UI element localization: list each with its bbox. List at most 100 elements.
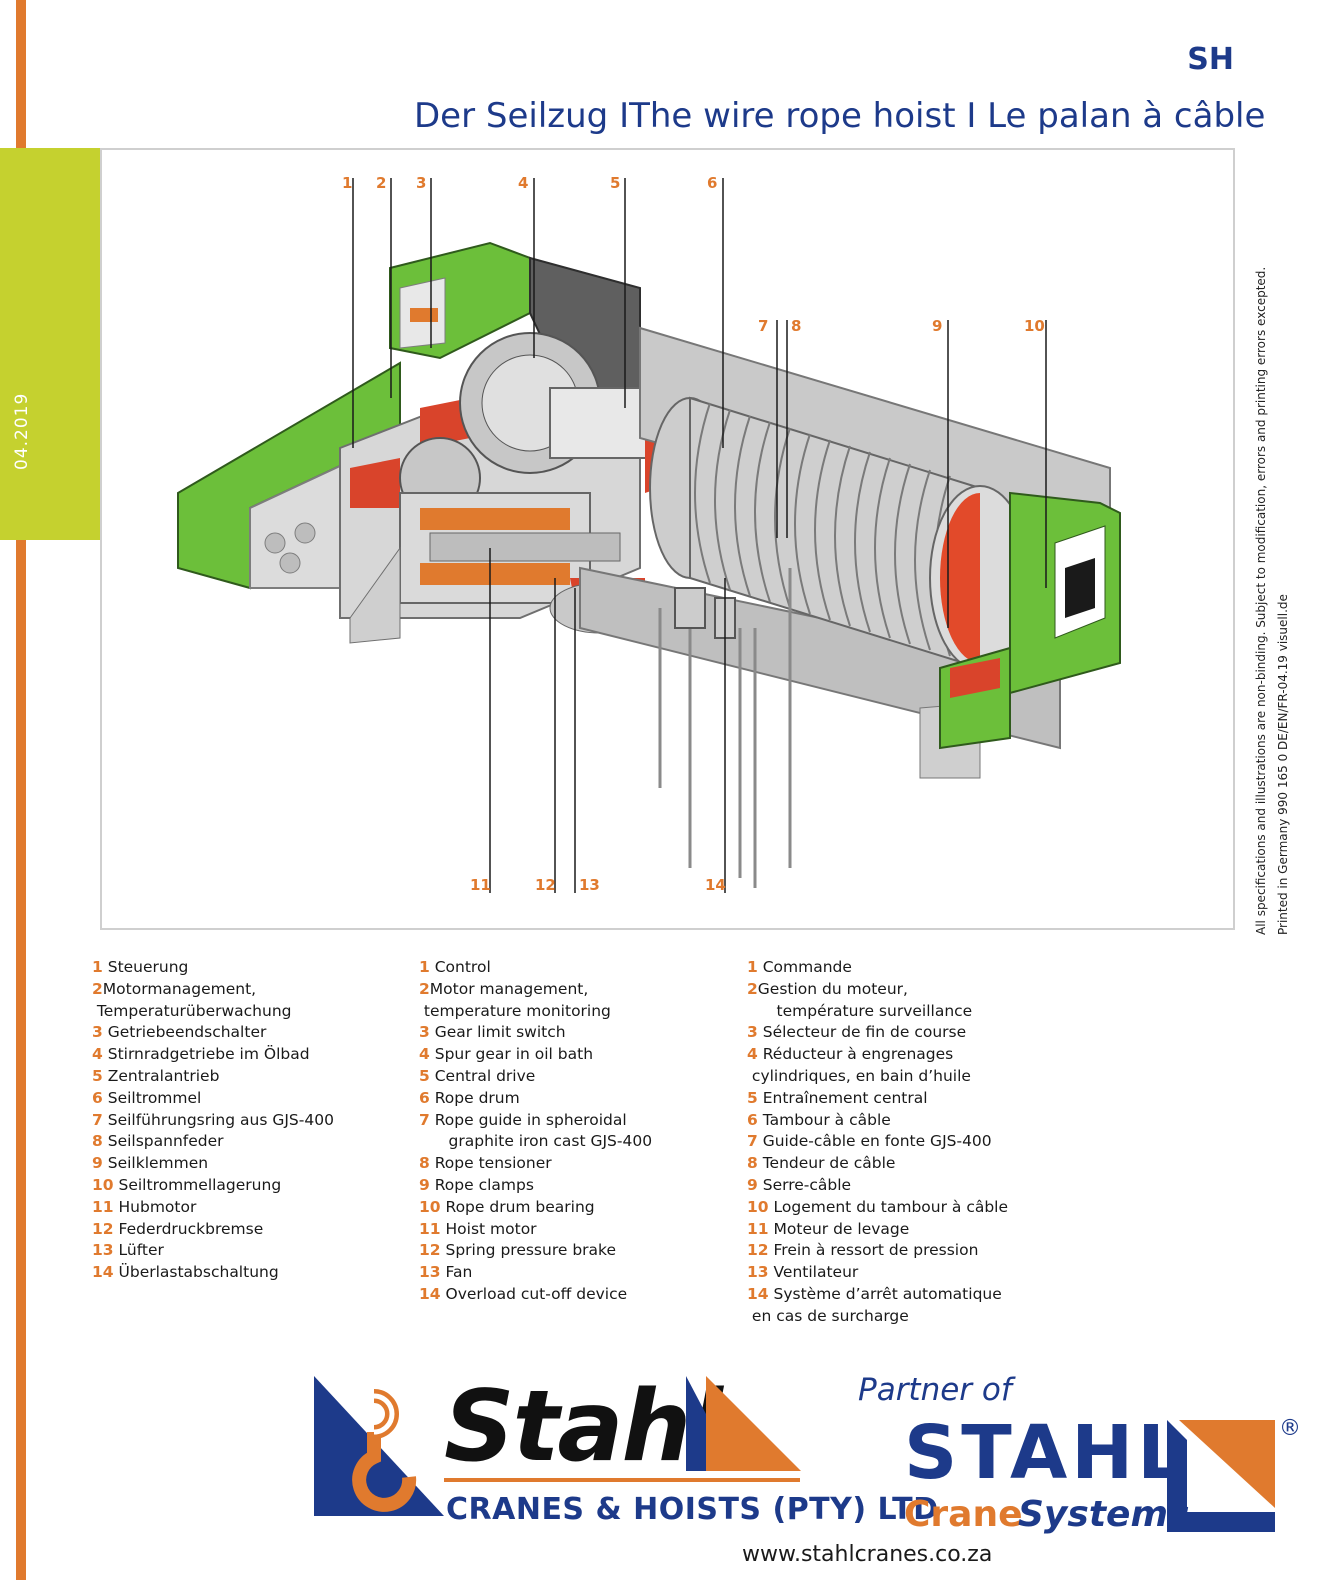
legend-text: Rope clamps xyxy=(429,1175,534,1194)
legend-text: cylindriques, en bain d’huile xyxy=(747,1066,971,1085)
legend-number: 14 xyxy=(92,1263,114,1282)
legend-text: Fan xyxy=(440,1263,473,1282)
legend-text: Logement du tambour à câble xyxy=(768,1197,1009,1216)
legend-text: Sélecteur de fin de course xyxy=(757,1023,967,1042)
legend-text: Lüfter xyxy=(113,1241,164,1260)
legend-item: 4 Réducteur à engrenages xyxy=(747,1044,1008,1066)
legend-number: 13 xyxy=(419,1263,441,1282)
legend-text: Guide-câble en fonte GJS-400 xyxy=(757,1132,992,1151)
legend-text: Temperaturüberwachung xyxy=(92,1001,292,1020)
footer-divider xyxy=(444,1478,800,1482)
legend-item: graphite iron cast GJS-400 xyxy=(419,1131,653,1153)
callout-4: 4 xyxy=(518,174,529,192)
legend-text: Rope guide in spheroidal xyxy=(429,1110,627,1129)
legend-item: 1 Steuerung xyxy=(92,957,334,979)
legend-item: 11 Hubmotor xyxy=(92,1197,334,1219)
legend-number: 7 xyxy=(92,1110,103,1129)
legend-item: 3 Sélecteur de fin de course xyxy=(747,1022,1008,1044)
legend-item: cylindriques, en bain d’huile xyxy=(747,1066,1008,1088)
legend-item: 9 Seilklemmen xyxy=(92,1153,334,1175)
legend-item: 5 Central drive xyxy=(419,1066,652,1088)
callout-3: 3 xyxy=(416,174,427,192)
legend-number: 5 xyxy=(419,1066,430,1085)
legend-item: 14 Système d’arrêt automatique xyxy=(747,1284,1008,1306)
legend-item: en cas de surcharge xyxy=(747,1306,1008,1328)
legend-text: Hoist motor xyxy=(440,1219,537,1238)
callout-14: 14 xyxy=(705,876,726,894)
legend-number: 4 xyxy=(92,1045,103,1064)
registered-mark: ® xyxy=(1279,1416,1301,1441)
legend-item: 3 Getriebeendschalter xyxy=(92,1022,334,1044)
legend-text: Overload cut-off device xyxy=(440,1284,628,1303)
legend-number: 12 xyxy=(747,1241,769,1260)
diagram-frame xyxy=(100,148,1235,930)
legend-text: Seilklemmen xyxy=(102,1154,209,1173)
legend-text: graphite iron cast GJS-400 xyxy=(419,1132,653,1151)
crane-word: Crane xyxy=(904,1494,1023,1535)
legend-item: 13 Lüfter xyxy=(92,1240,334,1262)
legend-text: Steuerung xyxy=(102,958,189,976)
stahl-triangle-mark xyxy=(686,1376,801,1471)
legend-item: 14 Überlastabschaltung xyxy=(92,1262,334,1284)
disclaimer-line-2: Printed in Germany 990 165 0 DE/EN/FR-04… xyxy=(1276,594,1290,935)
legend-item: 7 Guide-câble en fonte GJS-400 xyxy=(747,1131,1008,1153)
legend-number: 9 xyxy=(92,1154,103,1173)
legend-number: 11 xyxy=(419,1219,441,1238)
callout-1: 1 xyxy=(342,174,353,192)
website-url[interactable]: www.stahlcranes.co.za xyxy=(742,1542,993,1567)
legend-number: 1 xyxy=(419,958,430,976)
legend-item: 6 Tambour à câble xyxy=(747,1110,1008,1132)
legend-number: 4 xyxy=(747,1045,758,1064)
stahl-cs-logo-mark xyxy=(1167,1420,1275,1532)
legend-number: 2 xyxy=(747,979,758,998)
legend-number: 9 xyxy=(419,1175,430,1194)
page-title: Der Seilzug IThe wire rope hoist I Le pa… xyxy=(414,96,1266,136)
callout-11: 11 xyxy=(470,876,491,894)
legend-item: 13 Fan xyxy=(419,1262,652,1284)
legend-number: 12 xyxy=(92,1219,114,1238)
legend-text: Spring pressure brake xyxy=(440,1241,617,1260)
legend-item: temperature monitoring xyxy=(419,1001,652,1023)
legend-item: 12 Frein à ressort de pression xyxy=(747,1240,1008,1262)
legend-text: Serre-câble xyxy=(757,1175,852,1194)
legend-text: Federdruckbremse xyxy=(113,1219,264,1238)
legend-item: 10 Logement du tambour à câble xyxy=(747,1197,1008,1219)
legend-item: 2Gestion du moteur, xyxy=(747,979,1008,1001)
company-name: CRANES & HOISTS (PTY) LTD xyxy=(446,1492,939,1527)
legend-number: 8 xyxy=(747,1154,758,1173)
legend-text: Überlastabschaltung xyxy=(113,1263,279,1282)
legend-item: 2Motor management, xyxy=(419,979,652,1001)
legend-text: Entraînement central xyxy=(757,1088,928,1107)
legend-text: Gear limit switch xyxy=(429,1023,566,1042)
legend-number: 5 xyxy=(92,1066,103,1085)
legend-item: 9 Rope clamps xyxy=(419,1175,652,1197)
legend-text: Motor management, xyxy=(429,979,589,998)
callout-5: 5 xyxy=(610,174,621,192)
legend-item: 11 Moteur de levage xyxy=(747,1219,1008,1241)
callout-9: 9 xyxy=(932,317,943,335)
legend-text: Central drive xyxy=(429,1066,536,1085)
legend-text: Hubmotor xyxy=(113,1197,197,1216)
legend-text: Tambour à câble xyxy=(757,1110,891,1129)
callout-12: 12 xyxy=(535,876,556,894)
legend-number: 14 xyxy=(747,1284,769,1303)
legend-text: Frein à ressort de pression xyxy=(768,1241,979,1260)
legend-item: 2Motormanagement, xyxy=(92,979,334,1001)
legend-text: Seilführungsring aus GJS-400 xyxy=(102,1110,334,1129)
legend-item: 8 Seilspannfeder xyxy=(92,1131,334,1153)
legend-number: 4 xyxy=(419,1045,430,1064)
legend-number: 10 xyxy=(419,1197,441,1216)
legend-number: 2 xyxy=(419,979,430,998)
legend-number: 10 xyxy=(92,1175,114,1194)
legend-item: 1 Control xyxy=(419,957,652,979)
legend-item: 9 Serre-câble xyxy=(747,1175,1008,1197)
partner-of-label: Partner of xyxy=(858,1372,1012,1408)
legend-number: 3 xyxy=(92,1023,103,1042)
legend-number: 3 xyxy=(419,1023,430,1042)
callout-13: 13 xyxy=(579,876,600,894)
legend-number: 1 xyxy=(92,958,103,976)
callout-2: 2 xyxy=(376,174,387,192)
legend-text: Stirnradgetriebe im Ölbad xyxy=(102,1045,310,1064)
